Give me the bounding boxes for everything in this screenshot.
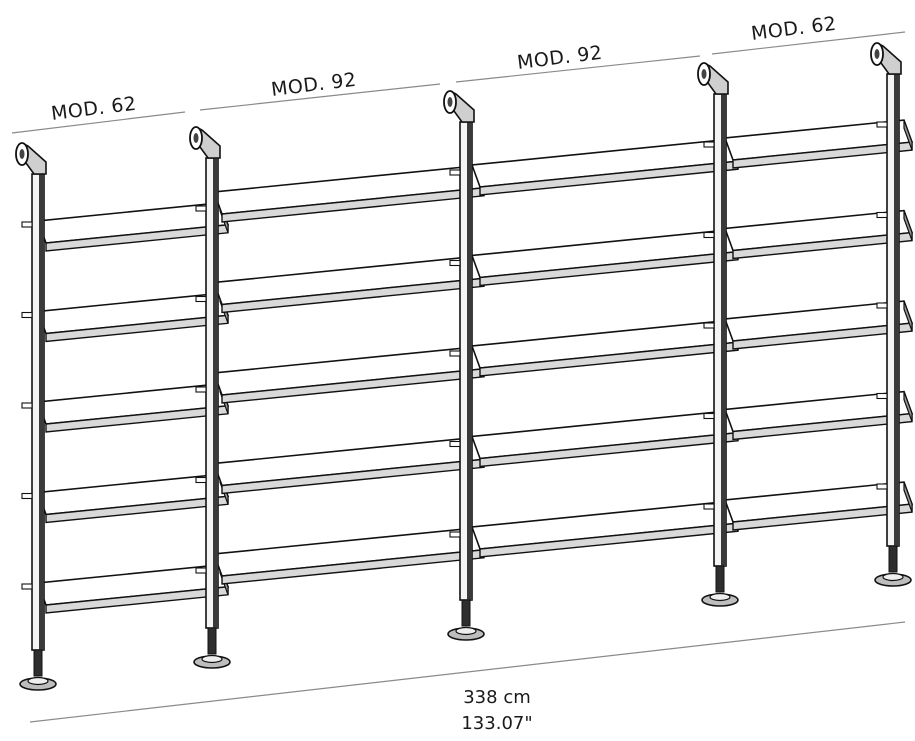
wall-mount-screw bbox=[193, 133, 199, 143]
wall-mount-screw bbox=[701, 69, 707, 79]
support-pin bbox=[703, 141, 715, 148]
support-pin bbox=[876, 302, 888, 309]
pole-shadow bbox=[213, 158, 218, 628]
pole-shadow bbox=[721, 94, 726, 566]
support-pin bbox=[21, 583, 33, 590]
shelf-side-edge bbox=[903, 481, 913, 513]
dimension-line bbox=[29, 621, 906, 723]
support-pin bbox=[21, 402, 33, 409]
foot-cap bbox=[201, 654, 223, 664]
support-pin bbox=[21, 492, 33, 500]
upright-pole bbox=[189, 126, 231, 669]
foot-cap bbox=[882, 572, 904, 582]
pole-shadow bbox=[894, 74, 899, 546]
support-pin bbox=[195, 567, 207, 574]
pole-shadow bbox=[467, 122, 472, 600]
foot-stem bbox=[888, 545, 898, 573]
module-label-1: MOD. 62 bbox=[50, 93, 138, 125]
foot-cap bbox=[27, 676, 49, 686]
support-pin bbox=[449, 259, 461, 267]
support-pin bbox=[195, 386, 207, 393]
pole-shadow bbox=[39, 174, 44, 650]
upright-pole bbox=[443, 90, 485, 641]
wall-mount-screw bbox=[447, 97, 453, 107]
shelves bbox=[36, 119, 914, 614]
dimension-imperial: 133.07" bbox=[461, 713, 532, 734]
support-pin bbox=[195, 295, 207, 303]
support-pin bbox=[876, 211, 888, 219]
foot-cap bbox=[709, 592, 731, 602]
support-pin bbox=[703, 322, 715, 329]
support-pin bbox=[876, 392, 888, 400]
module-guide-lines bbox=[11, 31, 906, 134]
support-pin bbox=[703, 231, 715, 239]
dimension-metric: 338 cm bbox=[463, 687, 531, 708]
support-pin bbox=[703, 503, 715, 510]
foot-stem bbox=[461, 599, 471, 627]
support-pin bbox=[21, 311, 33, 319]
support-pin bbox=[876, 121, 888, 128]
shelf-side-edge bbox=[903, 119, 913, 151]
module-label-2: MOD. 92 bbox=[270, 69, 358, 101]
wall-mount-screw bbox=[19, 149, 25, 159]
foot-stem bbox=[33, 649, 43, 677]
upright-pole bbox=[697, 62, 739, 607]
shelf-side-edge bbox=[903, 210, 913, 241]
module-label-4: MOD. 62 bbox=[750, 13, 838, 45]
support-pin bbox=[195, 476, 207, 484]
support-pin bbox=[449, 169, 461, 176]
upright-pole bbox=[870, 42, 912, 587]
foot-stem bbox=[715, 565, 725, 593]
support-pin bbox=[703, 412, 715, 420]
shelf-side-edge bbox=[903, 300, 913, 332]
support-pin bbox=[449, 440, 461, 448]
support-pin bbox=[195, 205, 207, 212]
foot-stem bbox=[207, 627, 217, 655]
shelf-side-edge bbox=[903, 391, 913, 422]
foot-cap bbox=[455, 626, 477, 636]
support-pin bbox=[449, 531, 461, 538]
uprights bbox=[15, 42, 912, 691]
module-label-3: MOD. 92 bbox=[516, 42, 604, 74]
upright-pole bbox=[15, 142, 57, 691]
wall-mount-screw bbox=[874, 49, 880, 59]
support-pin bbox=[876, 483, 888, 490]
support-pin bbox=[21, 221, 33, 228]
support-pin bbox=[449, 350, 461, 357]
